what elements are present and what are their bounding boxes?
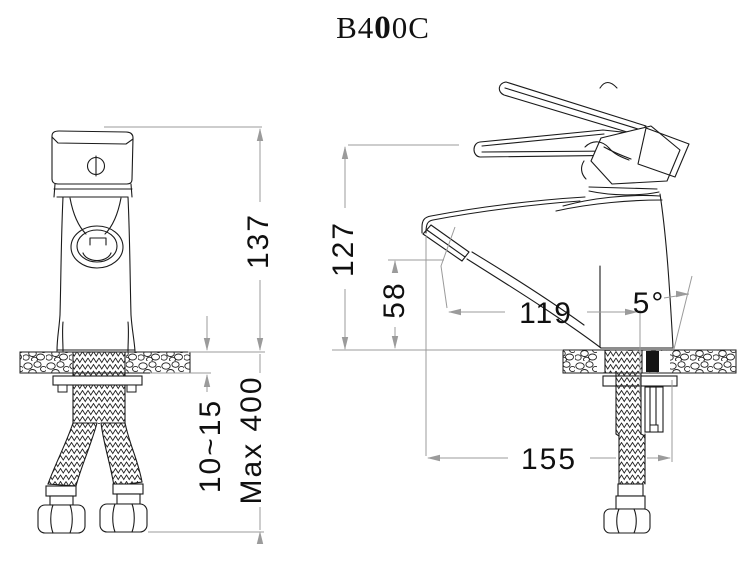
- front-supply-hoses: [45, 422, 144, 506]
- dimension-spout-reach-119: 119: [440, 226, 641, 397]
- side-supply-hose: [615, 372, 646, 510]
- dim-side-height-label: 127: [327, 221, 360, 277]
- dimension-overall-depth-155: 155: [425, 236, 673, 476]
- dimension-front-height-137: 137: [104, 126, 275, 351]
- dim-max-hose-length-label: Max 400: [235, 375, 268, 504]
- dimension-side-height-127: 127: [327, 144, 562, 351]
- dim-overall-depth-label: 155: [521, 443, 577, 476]
- dim-front-height-label: 137: [242, 213, 275, 269]
- dim-spout-angle-label: 5°: [633, 287, 666, 320]
- side-faucet-body: [421, 186, 674, 349]
- front-hose-nut-left: [37, 504, 86, 534]
- front-washer-plate: [52, 375, 143, 393]
- dimension-spout-height-58: 58: [378, 259, 444, 349]
- model-title-suffix: 0C: [391, 10, 430, 45]
- side-mounting-bolt-section: [646, 351, 659, 372]
- model-title-prefix: B4: [336, 10, 375, 45]
- dimension-max-hose-length: Max 400: [148, 354, 268, 544]
- front-hose-nut-right: [99, 503, 148, 533]
- front-faucet-body: [51, 130, 136, 352]
- side-view: [421, 81, 737, 534]
- side-countertop-section: [562, 349, 737, 374]
- front-hose-bundle: [72, 351, 126, 425]
- model-title-bold-zero: 0: [374, 10, 392, 46]
- side-hose-nut: [603, 508, 651, 534]
- dim-spout-reach-label: 119: [519, 297, 573, 330]
- model-title: B400C: [318, 10, 448, 47]
- dim-spout-height-label: 58: [378, 281, 411, 318]
- front-view: [19, 130, 191, 534]
- side-aerator: [422, 224, 470, 262]
- dimension-deck-thickness: 10~15: [150, 316, 265, 493]
- dim-deck-thickness-label: 10~15: [194, 399, 227, 493]
- dimension-spout-angle-5deg: 5°: [633, 275, 693, 350]
- side-threaded-stud: [644, 386, 664, 433]
- side-handle-hub: [581, 81, 690, 185]
